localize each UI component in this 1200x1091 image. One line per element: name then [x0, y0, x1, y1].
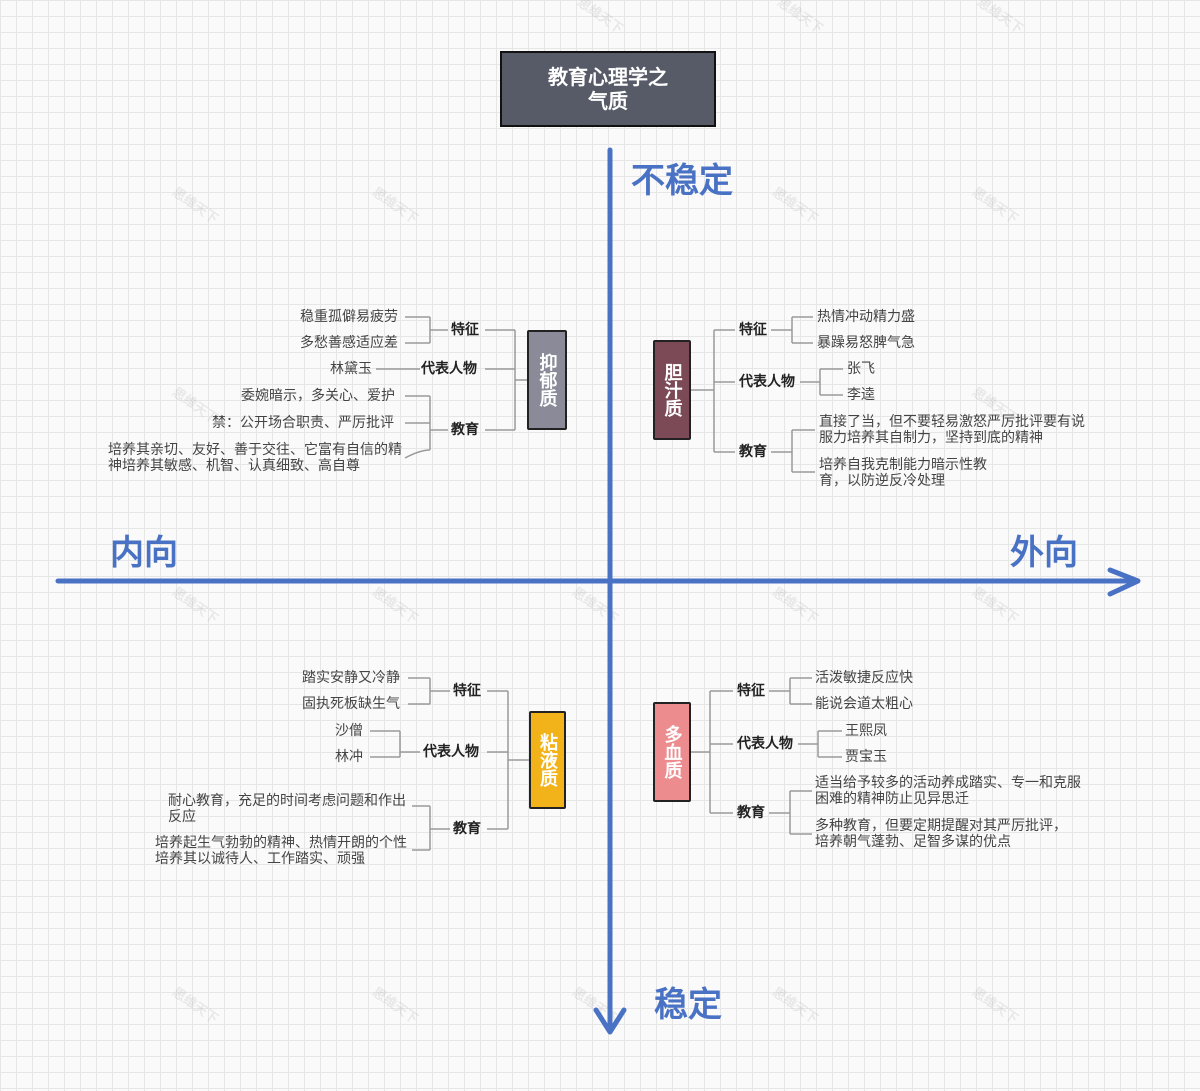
node-phlegmatic[interactable]: 粘液质 — [529, 711, 566, 809]
trait-item: 固执死板缺生气 — [302, 696, 400, 712]
branch-representatives[interactable]: 代表人物 — [737, 736, 793, 752]
node-choleric[interactable]: 胆汁质 — [653, 340, 691, 440]
trait-item: 暴躁易怒脾气急 — [817, 335, 915, 351]
representative-item: 张飞 — [847, 361, 875, 377]
node-melancholic[interactable]: 抑郁质 — [527, 330, 567, 430]
branch-traits[interactable]: 特征 — [739, 322, 767, 338]
connector — [771, 316, 813, 344]
branch-traits[interactable]: 特征 — [451, 322, 479, 338]
connector — [487, 690, 529, 830]
branch-education[interactable]: 教育 — [737, 805, 765, 821]
education-item: 多种教育，但要定期提醒对其严厉批评，培养朝气蓬勃、足智多谋的优点 — [815, 818, 1067, 850]
branch-traits[interactable]: 特征 — [737, 683, 765, 699]
connector — [690, 690, 733, 814]
connector — [412, 805, 450, 851]
connector — [771, 429, 815, 473]
trait-item: 稳重孤僻易疲劳 — [300, 309, 398, 325]
connector — [769, 790, 812, 835]
branch-education[interactable]: 教育 — [739, 444, 767, 460]
education-item: 培养起生气勃勃的精神、热情开朗的个性培养其以诚待人、工作踏实、顽强 — [155, 835, 407, 867]
axis-label-left: 内向 — [110, 533, 178, 573]
trait-item: 热情冲动精力盛 — [817, 309, 915, 325]
connector — [798, 730, 842, 758]
connector — [404, 395, 448, 459]
connector — [485, 329, 527, 431]
axis-label-bottom: 稳定 — [654, 985, 722, 1025]
branch-representatives[interactable]: 代表人物 — [421, 361, 477, 377]
connector — [408, 677, 450, 705]
connector — [800, 368, 843, 396]
branch-education[interactable]: 教育 — [453, 821, 481, 837]
down-arrow-head — [593, 1007, 627, 1035]
node-sanguine[interactable]: 多血质 — [653, 702, 691, 802]
axis-label-top: 不稳定 — [631, 161, 733, 201]
representative-item: 沙僧 — [335, 723, 363, 739]
representative-item: 李逵 — [847, 387, 875, 403]
education-item: 禁：公开场合职责、严厉批评 — [212, 415, 394, 431]
trait-item: 能说会道太粗心 — [815, 696, 913, 712]
trait-item: 活泼敏捷反应快 — [815, 670, 913, 686]
representative-item: 林冲 — [335, 749, 363, 765]
title-line-2: 气质 — [588, 89, 628, 113]
branch-representatives[interactable]: 代表人物 — [423, 744, 479, 760]
representative-item: 林黛玉 — [330, 361, 372, 377]
connector — [370, 730, 420, 758]
axes — [55, 147, 1141, 1035]
representative-item: 王熙凤 — [845, 723, 887, 739]
axis-label-right: 外向 — [1010, 533, 1078, 573]
mindmap-lines — [370, 316, 843, 851]
education-item: 直接了当，但不要轻易激怒严厉批评要有说服力培养其自制力，坚持到底的精神 — [819, 414, 1085, 446]
title-line-1: 教育心理学之 — [548, 65, 668, 89]
branch-traits[interactable]: 特征 — [453, 683, 481, 699]
branch-education[interactable]: 教育 — [451, 422, 479, 438]
education-item: 培养其亲切、友好、善于交往、它富有自信的精神培养其敏感、机智、认真细致、高自尊 — [108, 442, 402, 474]
branch-representatives[interactable]: 代表人物 — [739, 374, 795, 390]
trait-item: 踏实安静又冷静 — [302, 670, 400, 686]
education-item: 培养自我克制能力暗示性教育，以防逆反冷处理 — [819, 457, 987, 489]
right-arrow-head — [1107, 567, 1141, 597]
education-item: 委婉暗示，多关心、爱护 — [241, 388, 395, 404]
representative-item: 贾宝玉 — [845, 749, 887, 765]
title-box[interactable]: 教育心理学之 气质 — [500, 51, 716, 127]
education-item: 耐心教育，充足的时间考虑问题和作出反应 — [168, 793, 406, 825]
trait-item: 多愁善感适应差 — [300, 335, 398, 351]
education-item: 适当给予较多的活动养成踏实、专一和克服困难的精神防止见异思迁 — [815, 775, 1081, 807]
connector — [688, 329, 735, 453]
connector — [405, 316, 448, 344]
connector — [769, 677, 812, 705]
